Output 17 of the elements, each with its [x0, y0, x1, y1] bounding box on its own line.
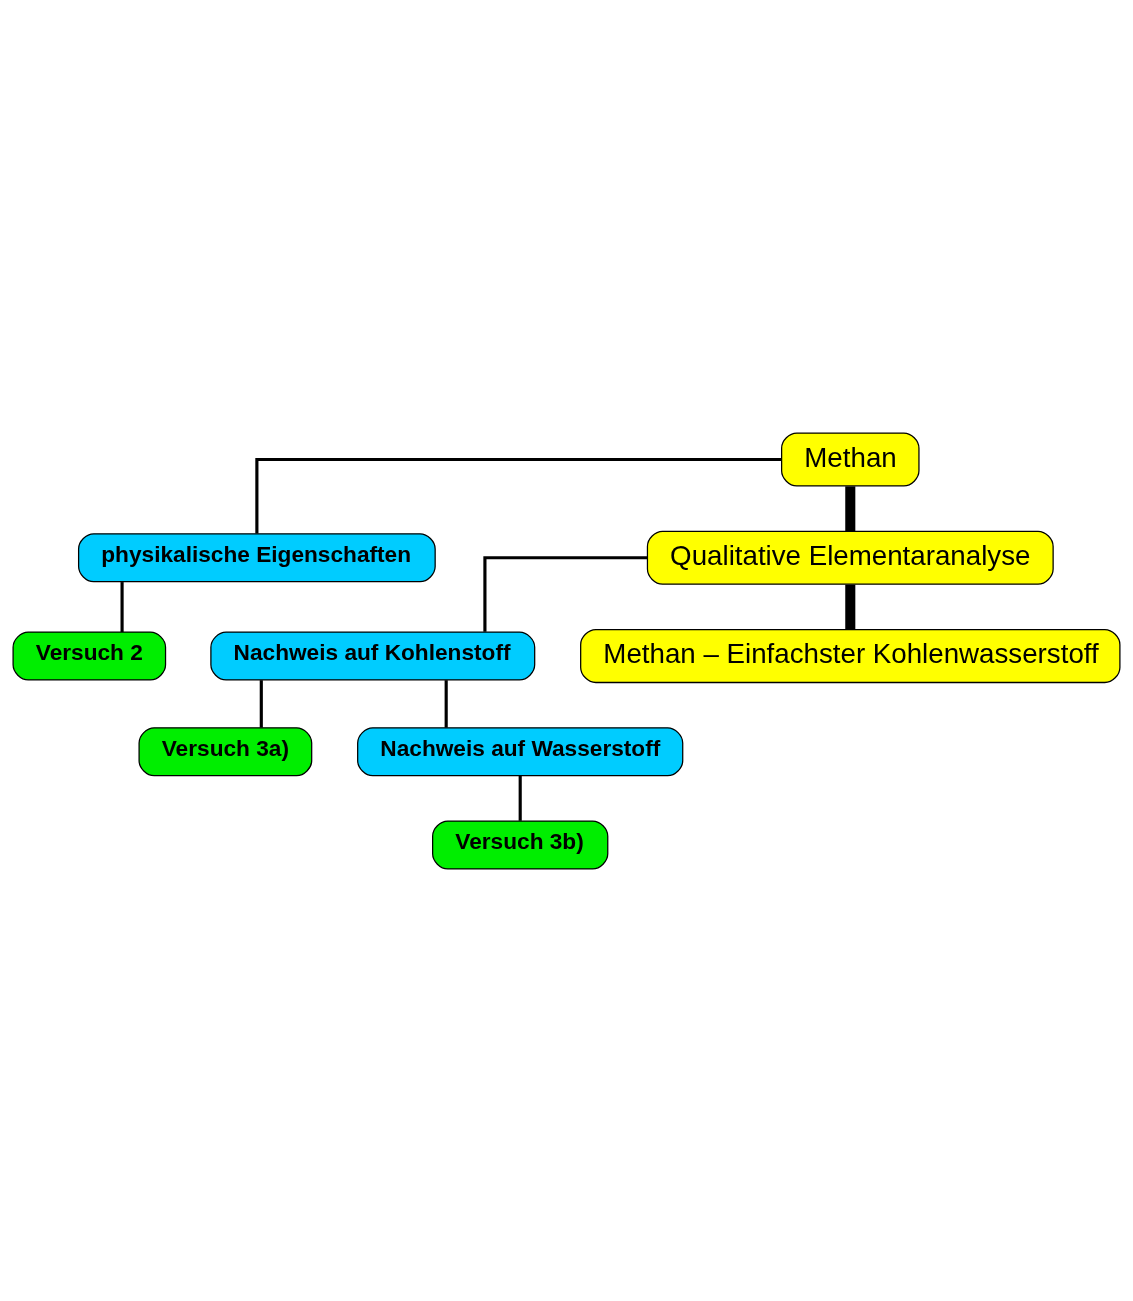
node-box: Methan – Einfachster Kohlenwasserstoff — [580, 628, 1121, 683]
node-box: Methan — [781, 431, 920, 487]
node-box: physikalische Eigenschaften — [78, 532, 436, 582]
connector — [120, 581, 124, 632]
node-box: Versuch 3b) — [432, 819, 609, 870]
connector — [483, 555, 648, 632]
connector — [259, 679, 263, 728]
connector — [255, 457, 782, 533]
node-box: Nachweis auf Wasserstoff — [357, 726, 684, 776]
connector — [444, 679, 448, 728]
connector — [518, 775, 522, 821]
node-box: Versuch 3a) — [138, 726, 313, 776]
node-box: Qualitative Elementaranalyse — [646, 530, 1054, 585]
node-box: Versuch 2 — [12, 630, 167, 681]
connector — [845, 485, 856, 531]
node-box: Nachweis auf Kohlenstoff — [210, 630, 536, 681]
connector — [845, 584, 856, 630]
